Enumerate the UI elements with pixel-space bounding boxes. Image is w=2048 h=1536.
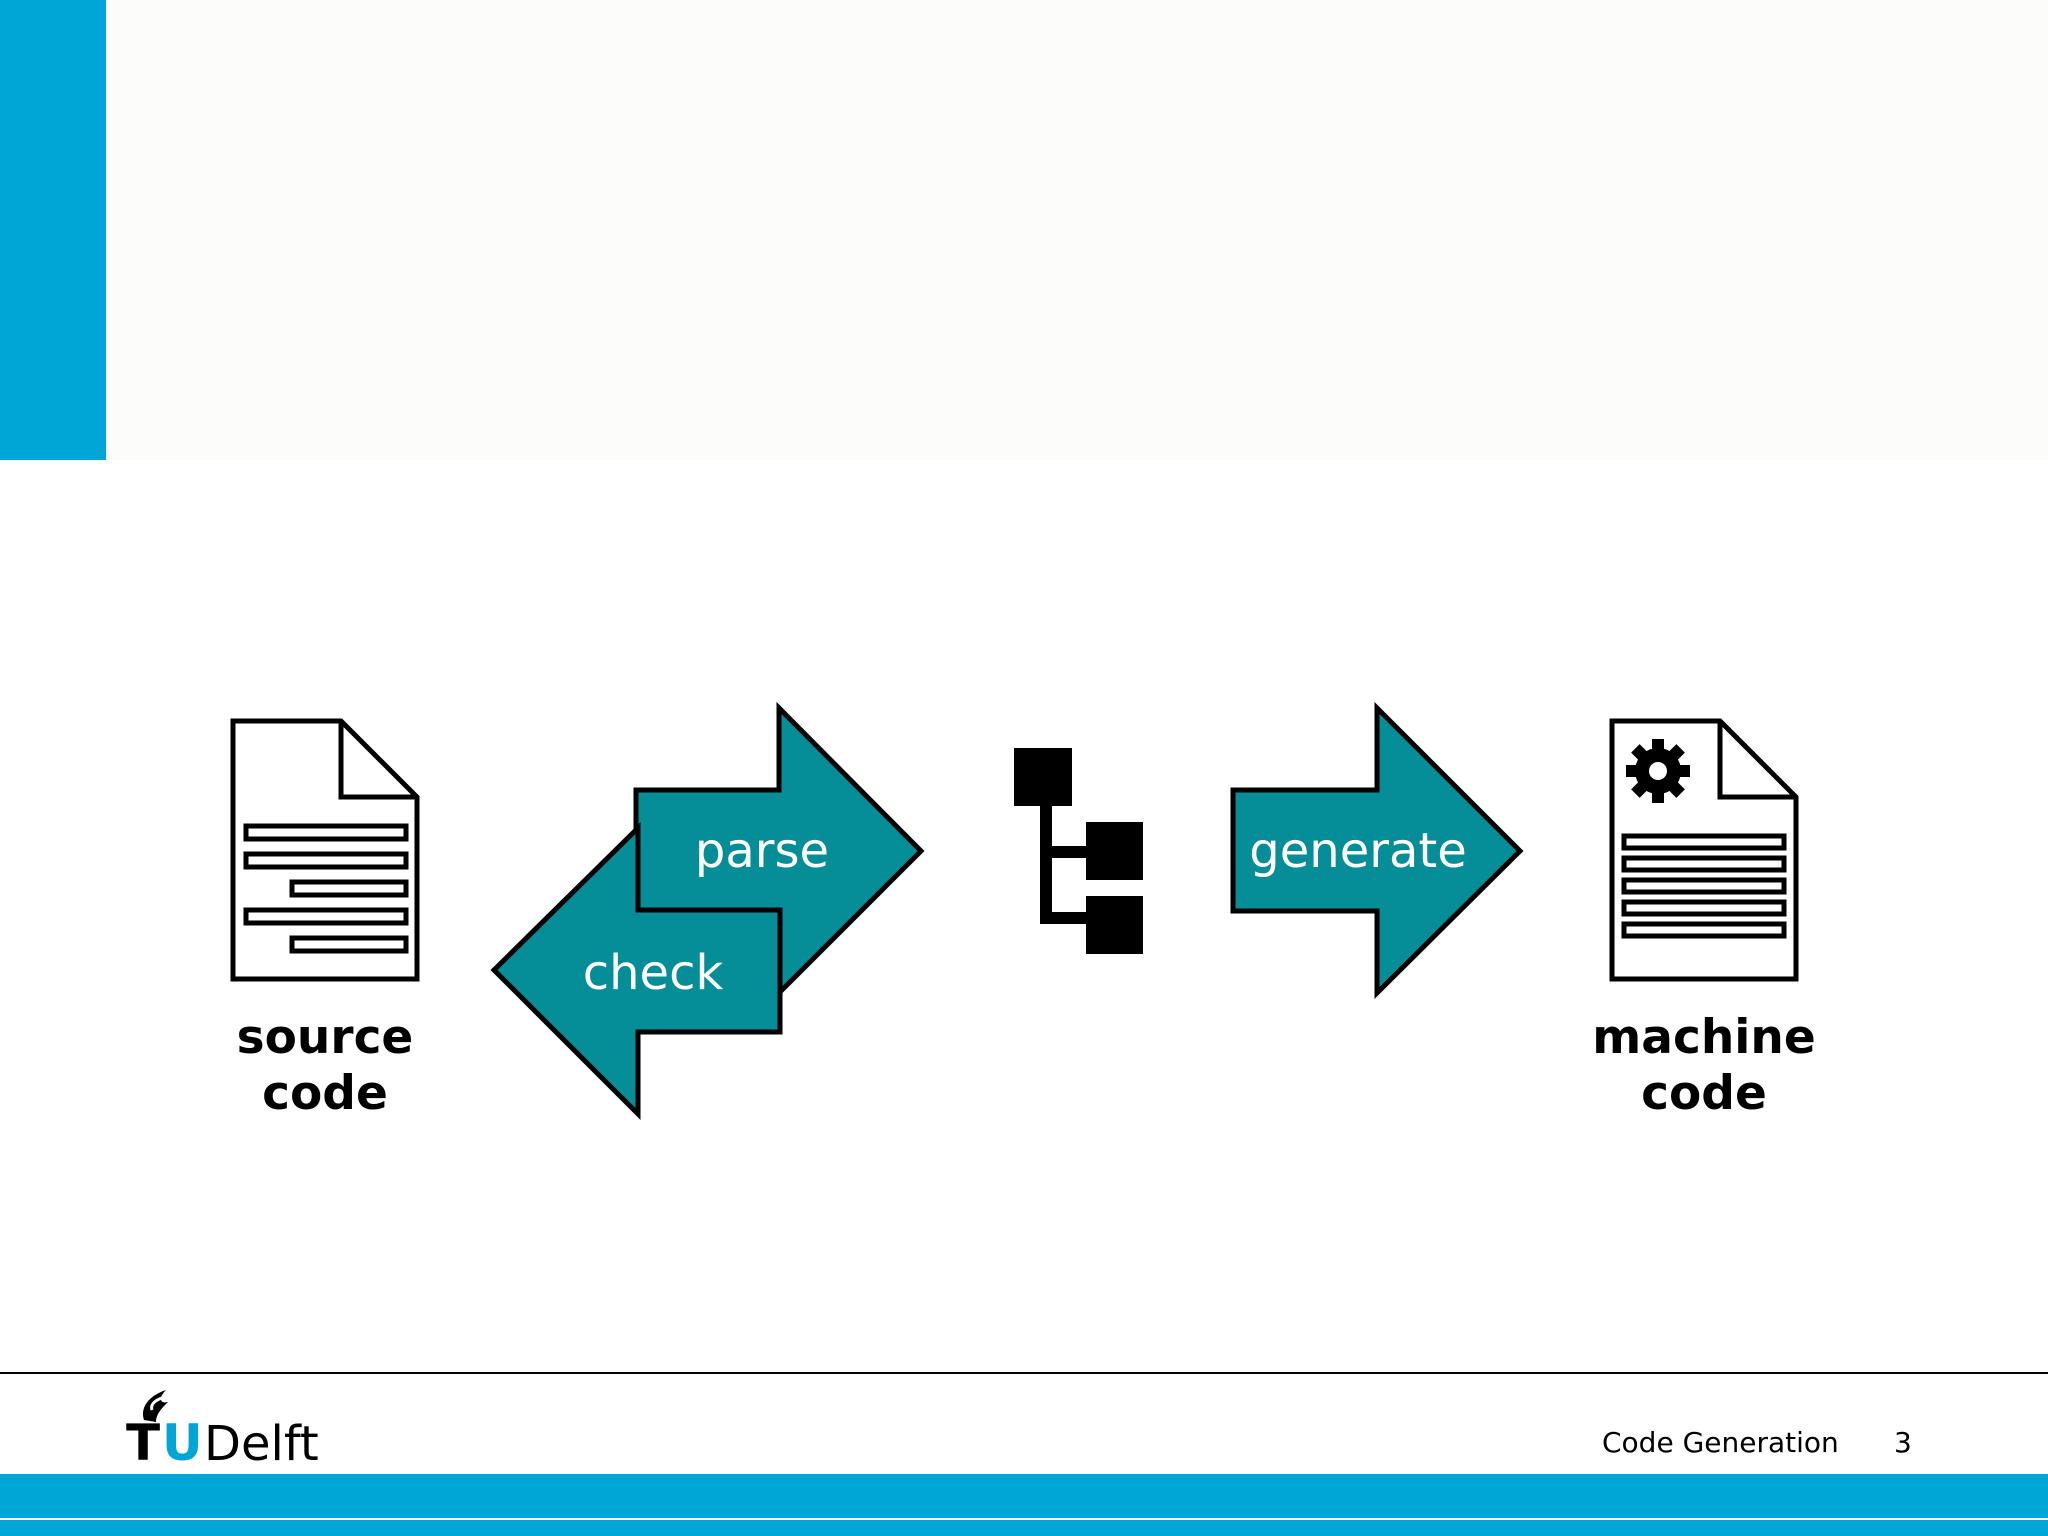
svg-text:U: U bbox=[162, 1414, 203, 1466]
source-code-label-line1: source bbox=[236, 1010, 414, 1065]
footer-accent-band-lower bbox=[0, 1520, 2048, 1536]
source-code-document-icon bbox=[230, 718, 420, 982]
machine-code-label-line1: machine bbox=[1592, 1010, 1816, 1065]
generate-label: generate bbox=[1249, 823, 1466, 879]
footer-accent-band bbox=[0, 1474, 2048, 1518]
source-code-label: source code bbox=[225, 1010, 425, 1122]
source-code-label-line2: code bbox=[262, 1066, 388, 1121]
parse-label: parse bbox=[695, 823, 829, 879]
footer-page-number: 3 bbox=[1894, 1426, 1912, 1459]
svg-text:Delft: Delft bbox=[204, 1416, 319, 1466]
machine-code-label-line2: code bbox=[1641, 1066, 1767, 1121]
accent-bar bbox=[0, 0, 106, 460]
footer-presentation-title: Code Generation bbox=[1602, 1426, 1839, 1459]
tu-delft-logo: T U Delft bbox=[126, 1390, 319, 1466]
machine-code-label: machine code bbox=[1584, 1010, 1824, 1122]
machine-code-document-icon bbox=[1609, 718, 1799, 982]
gear-icon bbox=[1626, 739, 1690, 803]
generate-arrow: generate bbox=[1230, 701, 1524, 1000]
slide-header-area bbox=[0, 0, 2048, 460]
tree-structure-icon bbox=[1014, 748, 1143, 954]
parse-arrow: parse bbox=[633, 701, 925, 1000]
check-arrow: check bbox=[490, 822, 783, 1121]
svg-text:T: T bbox=[126, 1414, 160, 1466]
check-label: check bbox=[583, 945, 724, 1001]
footer-divider bbox=[0, 1372, 2048, 1374]
